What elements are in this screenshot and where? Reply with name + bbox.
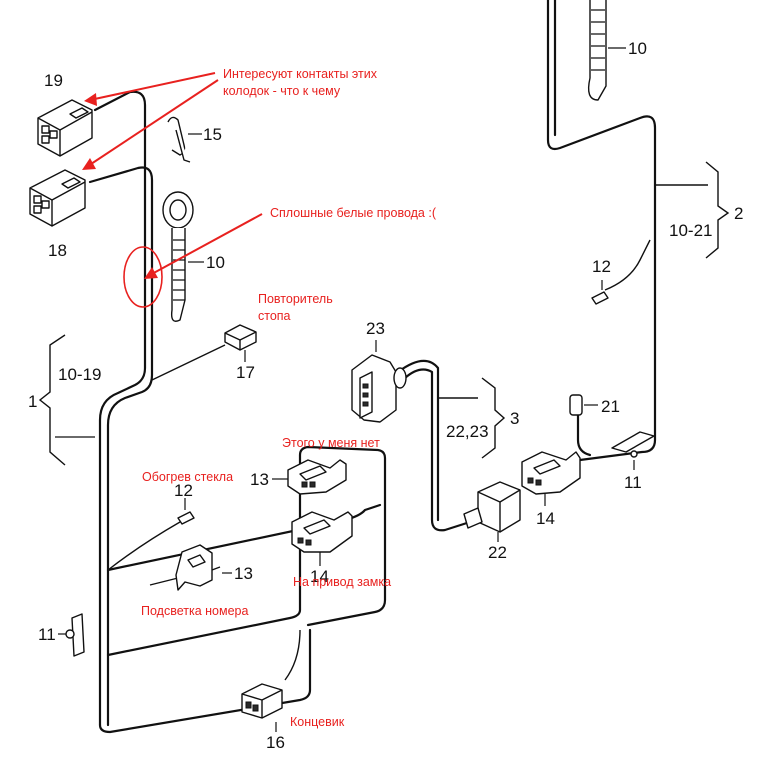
connector-19[interactable] <box>37 99 93 157</box>
connector-18[interactable] <box>29 169 86 227</box>
label-12-left: 12 <box>174 481 193 500</box>
lamp-holder-13-lower[interactable] <box>175 544 232 591</box>
connector-14-right[interactable] <box>521 451 581 506</box>
connector-13-upper[interactable] <box>272 459 347 495</box>
brace-1 <box>38 334 95 466</box>
connector-22[interactable] <box>463 481 521 542</box>
label-range-10-21: 10-21 <box>669 221 712 240</box>
clip-15[interactable] <box>167 116 202 163</box>
brace-3 <box>481 377 506 459</box>
connector-16[interactable] <box>241 683 283 732</box>
label-range-22-23: 22,23 <box>446 422 489 441</box>
contact-12-right[interactable] <box>591 280 609 305</box>
label-11-right: 11 <box>624 473 642 492</box>
brace-2 <box>705 161 730 259</box>
grommet-10-right[interactable] <box>587 0 626 101</box>
label-13-lower: 13 <box>234 564 253 583</box>
label-17: 17 <box>236 363 255 382</box>
label-16: 16 <box>266 733 285 752</box>
note-lock-drive: На привод замка <box>293 575 391 589</box>
label-11-left: 11 <box>38 625 56 644</box>
clip-11-right[interactable] <box>611 431 655 470</box>
note-stop-repeater-line1: Повторитель <box>258 292 333 306</box>
label-19: 19 <box>44 71 63 90</box>
label-22: 22 <box>488 543 507 562</box>
note-dont-have: Этого у меня нет <box>282 436 380 450</box>
label-range-10-19: 10-19 <box>58 365 101 384</box>
note-plate-light: Подсветка номера <box>141 604 248 618</box>
label-21: 21 <box>601 397 620 416</box>
clip-11-left[interactable] <box>58 613 85 657</box>
label-14-lock: 14 <box>310 567 329 586</box>
label-10-left: 10 <box>206 253 225 272</box>
label-2: 2 <box>734 204 743 223</box>
connector-17[interactable] <box>224 324 257 362</box>
label-15: 15 <box>203 125 222 144</box>
note-glass-heating: Обогрев стекла <box>142 470 233 484</box>
label-23: 23 <box>366 319 385 338</box>
grommet-10-left[interactable] <box>162 191 204 322</box>
label-13-upper: 13 <box>250 470 269 489</box>
note-white-wires: Сплошные белые провода :( <box>270 206 437 220</box>
label-12-right: 12 <box>592 257 611 276</box>
label-3: 3 <box>510 409 519 428</box>
sensor-21[interactable] <box>569 394 598 416</box>
note-contacts-line1: Интересуют контакты этих <box>223 67 378 81</box>
connector-23[interactable] <box>351 340 407 423</box>
note-stop-repeater-line2: стопа <box>258 309 291 323</box>
label-10-right: 10 <box>628 39 647 58</box>
annotation-arrows <box>82 72 263 308</box>
note-limit-switch: Концевик <box>290 715 345 729</box>
label-14-right: 14 <box>536 509 555 528</box>
harness-3 <box>396 359 478 532</box>
right-harness <box>546 0 708 462</box>
connector-14-lock[interactable] <box>291 511 353 566</box>
label-1: 1 <box>28 392 37 411</box>
left-harness <box>88 90 387 734</box>
contact-12-left[interactable] <box>177 498 195 525</box>
note-contacts-line2: колодок - что к чему <box>223 84 341 98</box>
label-18: 18 <box>48 241 67 260</box>
